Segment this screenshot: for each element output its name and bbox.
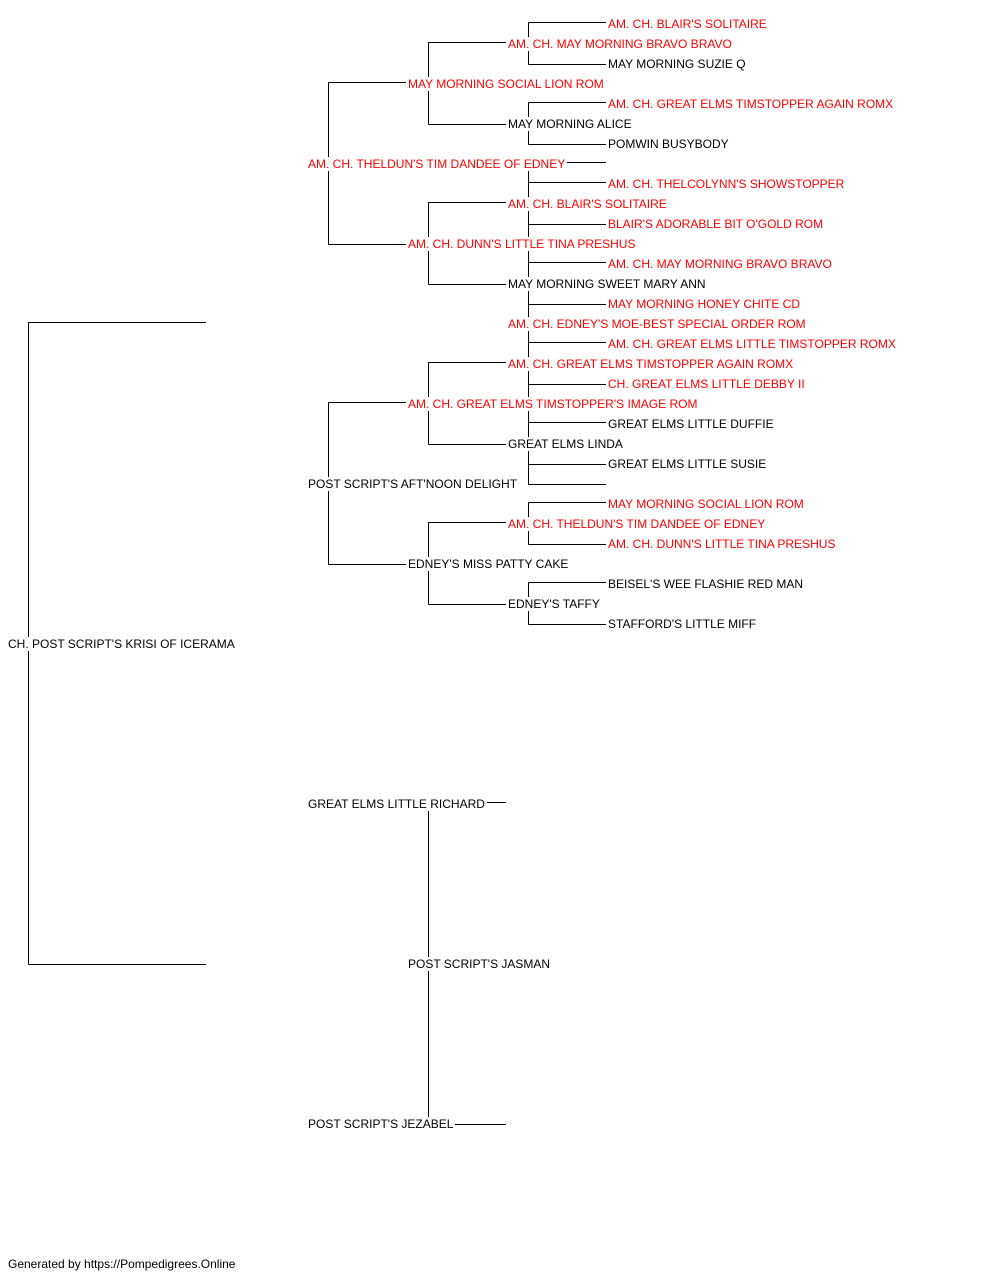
pedigree-node-sdssd: CH. GREAT ELMS LITTLE DEBBY II	[608, 377, 807, 391]
pedigree-node-ssd: AM. CH. DUNN'S LITTLE TINA PRESHUS	[408, 237, 638, 251]
pedigree-node-sdsss: AM. CH. GREAT ELMS LITTLE TIMSTOPPER ROM…	[608, 337, 898, 351]
pedigree-node-sssss: AM. CH. BLAIR'S SOLITAIRE	[608, 17, 769, 31]
pedigree-node-ds: GREAT ELMS LITTLE RICHARD	[308, 797, 487, 811]
pedigree-node-sds: AM. CH. GREAT ELMS TIMSTOPPER'S IMAGE RO…	[408, 397, 700, 411]
pedigree-node-sdddd: STAFFORD'S LITTLE MIFF	[608, 617, 759, 631]
pedigree-node-sire: AM. CH. EDNEY'S MOE-BEST SPECIAL ORDER R…	[508, 317, 808, 331]
pedigree-node-sddss: MAY MORNING SOCIAL LION ROM	[608, 497, 806, 511]
pedigree-node-sdsds: GREAT ELMS LITTLE DUFFIE	[608, 417, 776, 431]
pedigree-node-sddsd: AM. CH. DUNN'S LITTLE TINA PRESHUS	[608, 537, 838, 551]
pedigree-node-ssddd: MAY MORNING HONEY CHITE CD	[608, 297, 803, 311]
pedigree-node-sd: POST SCRIPT'S AFT'NOON DELIGHT	[308, 477, 520, 491]
pedigree-node-sdsdd: GREAT ELMS LITTLE SUSIE	[608, 457, 769, 471]
pedigree-node-sssds: AM. CH. GREAT ELMS TIMSTOPPER AGAIN ROMX	[608, 97, 896, 111]
pedigree-node-dam: POST SCRIPT'S JASMAN	[408, 957, 553, 971]
pedigree-node-sdss: AM. CH. GREAT ELMS TIMSTOPPER AGAIN ROMX	[508, 357, 796, 371]
pedigree-node-ssdd: MAY MORNING SWEET MARY ANN	[508, 277, 708, 291]
pedigree-node-ssds: AM. CH. BLAIR'S SOLITAIRE	[508, 197, 669, 211]
pedigree-node-sddds: BEISEL'S WEE FLASHIE RED MAN	[608, 577, 806, 591]
pedigree-node-ss: AM. CH. THELDUN'S TIM DANDEE OF EDNEY	[308, 157, 568, 171]
pedigree-node-ssss: AM. CH. MAY MORNING BRAVO BRAVO	[508, 37, 734, 51]
pedigree-node-dd: POST SCRIPT'S JEZABEL	[308, 1117, 456, 1131]
pedigree-node-sdd: EDNEY'S MISS PATTY CAKE	[408, 557, 571, 571]
pedigree-node-sddd: EDNEY'S TAFFY	[508, 597, 602, 611]
pedigree-node-ssdss: AM. CH. THELCOLYNN'S SHOWSTOPPER	[608, 177, 847, 191]
pedigree-node-subject: CH. POST SCRIPT'S KRISI OF ICERAMA	[8, 637, 237, 651]
pedigree-node-sssd: MAY MORNING ALICE	[508, 117, 634, 131]
pedigree-node-sdds: AM. CH. THELDUN'S TIM DANDEE OF EDNEY	[508, 517, 768, 531]
pedigree-node-sssdd: POMWIN BUSYBODY	[608, 137, 731, 151]
pedigree-node-sss: MAY MORNING SOCIAL LION ROM	[408, 77, 606, 91]
pedigree-node-ssssd: MAY MORNING SUZIE Q	[608, 57, 748, 71]
pedigree-node-sdsd: GREAT ELMS LINDA	[508, 437, 625, 451]
footer-credit: Generated by https://Pompedigrees.Online	[8, 1257, 236, 1271]
pedigree-node-ssdds: AM. CH. MAY MORNING BRAVO BRAVO	[608, 257, 834, 271]
pedigree-node-ssdsd: BLAIR'S ADORABLE BIT O'GOLD ROM	[608, 217, 826, 231]
